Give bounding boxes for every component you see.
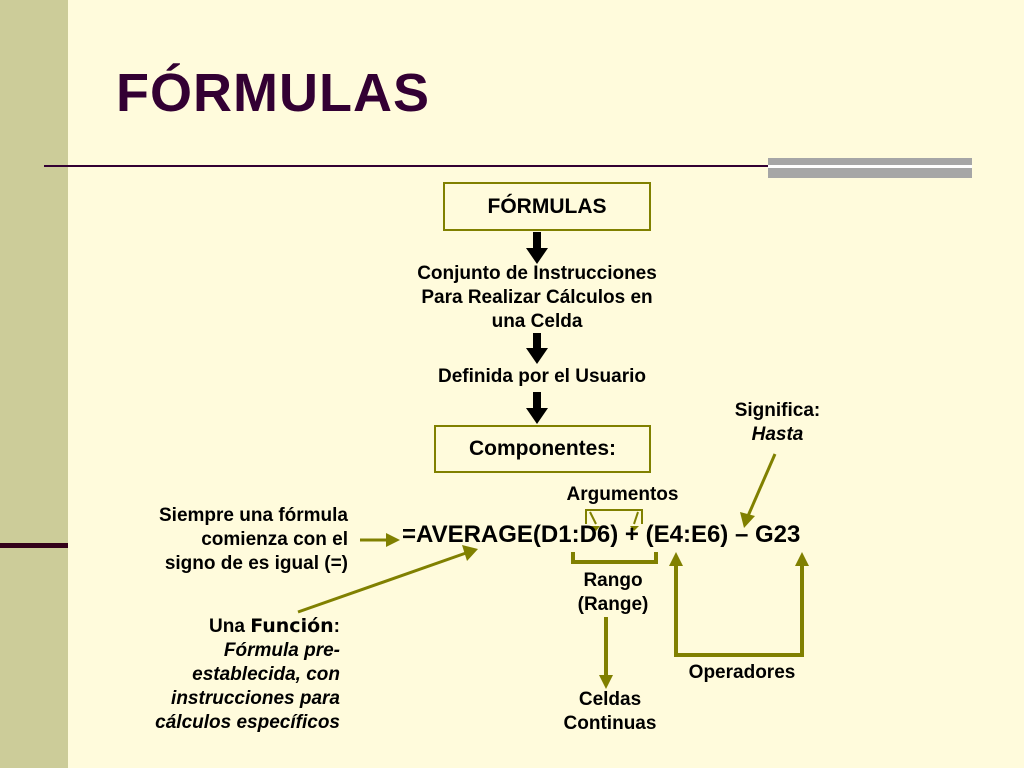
down-arrow-1 (526, 232, 548, 264)
definition-line-2: Para Realizar Cálculos en (421, 287, 653, 308)
equals-note-line-2: comienza con el (201, 529, 348, 550)
operators-bracket (669, 552, 809, 657)
components-box: Componentes: (434, 425, 651, 473)
equals-note-line-3: signo de es igual (=) (164, 553, 348, 574)
equals-note-line-1: Siempre una fórmula (159, 505, 348, 526)
contiguous-label-line-2: Continuas (563, 713, 657, 734)
function-prefix: Una (209, 616, 251, 637)
formulas-box-label: FÓRMULAS (487, 194, 607, 218)
contiguous-arrow (599, 617, 613, 689)
means-note: Significa: Hasta (700, 399, 855, 447)
decorative-gray-bar (768, 158, 972, 178)
function-desc-line-3: instrucciones para (171, 688, 340, 709)
function-arrow (297, 545, 478, 614)
function-note: Una Función: Fórmula pre- establecida, c… (90, 614, 340, 735)
means-value: Hasta (751, 424, 804, 445)
function-desc-line-4: cálculos específicos (155, 712, 340, 733)
function-desc-line-2: establecida, con (192, 664, 340, 685)
title-divider (44, 165, 972, 167)
function-word: Función (250, 615, 334, 637)
definition-text: Conjunto de Instrucciones Para Realizar … (380, 262, 694, 334)
operators-label: Operadores (688, 662, 796, 683)
contiguous-label-line-1: Celdas (578, 689, 642, 710)
definition-line-3: una Celda (491, 311, 583, 332)
down-arrow-2 (526, 333, 548, 364)
means-label: Significa: (734, 400, 821, 421)
defined-by-text: Definida por el Usuario (438, 366, 646, 387)
slide-title: FÓRMULAS (116, 63, 430, 123)
arguments-label: Argumentos (566, 484, 679, 505)
function-colon: : (333, 616, 340, 637)
formula-text: =AVERAGE(D1:D6) + (E4:E6) – G23 (402, 521, 801, 548)
means-arrow (740, 453, 777, 528)
equals-arrow (360, 533, 400, 547)
range-label: Rango (Range) (545, 569, 681, 617)
sidebar-bar (0, 0, 68, 768)
definition-line-1: Conjunto de Instrucciones (417, 263, 657, 284)
range-label-line-1: Rango (583, 570, 643, 591)
components-box-label: Componentes: (469, 437, 616, 460)
function-heading: Una Función: (90, 614, 340, 639)
arguments-bracket (585, 509, 643, 531)
equals-note: Siempre una fórmula comienza con el sign… (100, 504, 348, 576)
contiguous-label: Celdas Continuas (540, 688, 680, 736)
sidebar-marker (0, 543, 68, 548)
range-bracket (571, 552, 658, 564)
down-arrow-3 (526, 392, 548, 424)
formulas-box: FÓRMULAS (443, 182, 651, 231)
range-label-line-2: (Range) (577, 594, 649, 615)
function-desc-line-1: Fórmula pre- (223, 640, 340, 661)
